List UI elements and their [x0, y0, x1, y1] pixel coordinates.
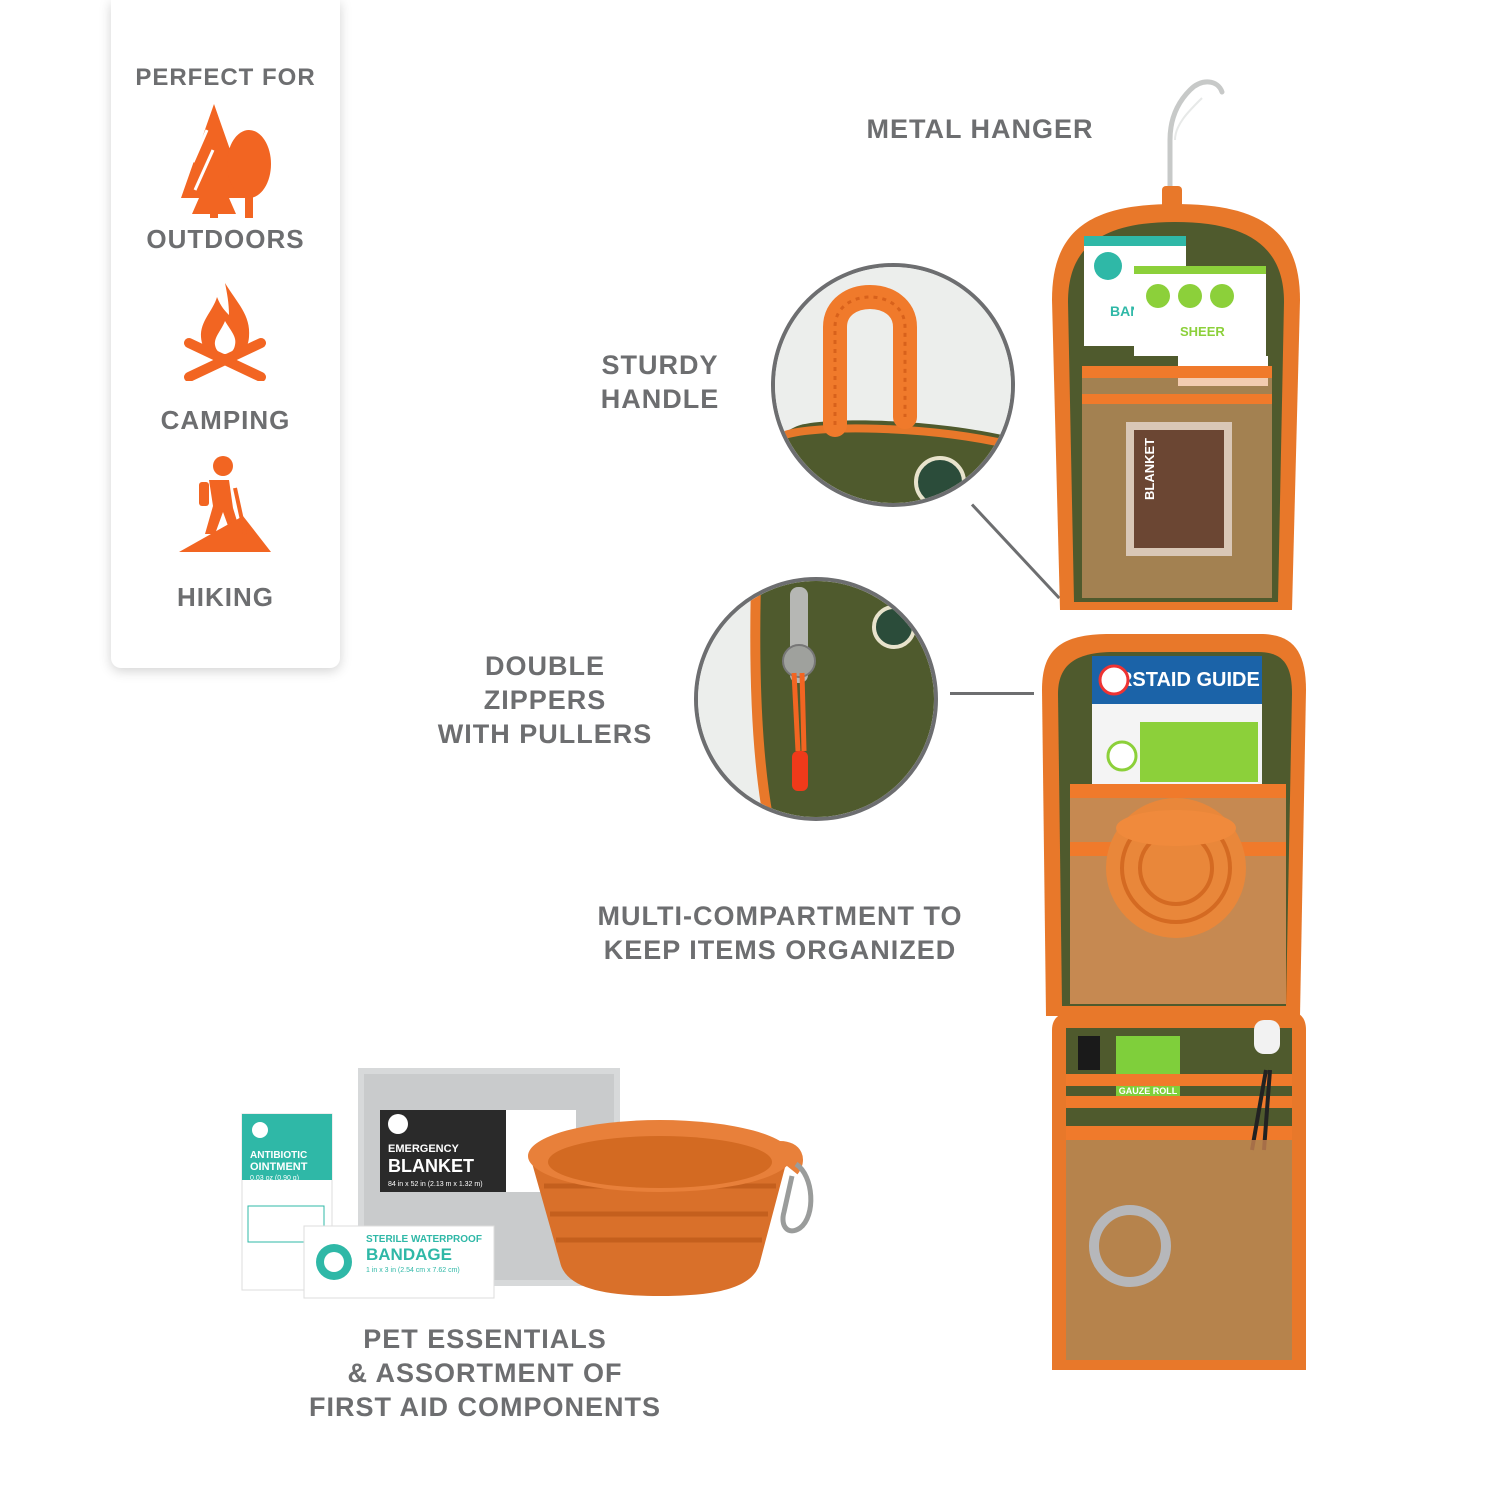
perfect-for-card: PERFECT FOR OUTDOORS — [111, 0, 340, 668]
first-aid-components-group: EMERGENCY BLANKET 84 in x 52 in (2.13 m … — [240, 1066, 820, 1306]
ointment-line1: ANTIBIOTIC — [250, 1150, 307, 1161]
ointment-line2: OINTMENT — [250, 1161, 308, 1173]
bandage-size: 1 in x 3 in (2.54 cm x 7.62 cm) — [366, 1267, 460, 1274]
outdoors-label: OUTDOORS — [146, 224, 305, 254]
hanging-first-aid-kit: BAND SHEER BLANKET FIRSTAID GUIDE — [1030, 70, 1320, 1370]
zipper-detail-circle — [694, 577, 938, 821]
multi-compartment-caption: MULTI-COMPARTMENT TO KEEP ITEMS ORGANIZE… — [597, 901, 963, 965]
hiking-label: HIKING — [177, 582, 274, 612]
blanket-brand: EMERGENCY — [388, 1143, 460, 1155]
blanket-size: 84 in x 52 in (2.13 m x 1.32 m) — [388, 1181, 483, 1188]
blanket-title: BLANKET — [388, 1156, 474, 1176]
gauze-roll-label: GAUZE ROLL — [1119, 1086, 1178, 1096]
card-title: PERFECT FOR — [135, 64, 316, 91]
handle-detail-circle — [771, 263, 1015, 507]
pouch-blanket-label: BLANKET — [1142, 438, 1157, 500]
sturdy-handle-caption: STURDY HANDLE — [600, 350, 720, 414]
campfire-icon — [111, 281, 340, 381]
bandage-line2: BANDAGE — [366, 1245, 452, 1264]
camping-label: CAMPING — [160, 405, 291, 435]
trees-icon — [111, 102, 340, 220]
bandage-line1: STERILE WATERPROOF — [366, 1234, 482, 1245]
zipper-leader-line — [950, 692, 1034, 695]
double-zippers-caption: DOUBLE ZIPPERS WITH PULLERS — [437, 651, 653, 749]
metal-hanger-caption: METAL HANGER — [866, 114, 1094, 144]
pet-essentials-caption: PET ESSENTIALS & ASSORTMENT OF FIRST AID… — [308, 1324, 661, 1422]
first-aid-guide-label: FIRSTAID GUIDE — [1100, 669, 1260, 691]
sheer-label: SHEER — [1180, 324, 1225, 339]
ointment-size: 0.03 oz (0.90 g) — [250, 1175, 299, 1182]
hiker-icon — [111, 454, 340, 554]
